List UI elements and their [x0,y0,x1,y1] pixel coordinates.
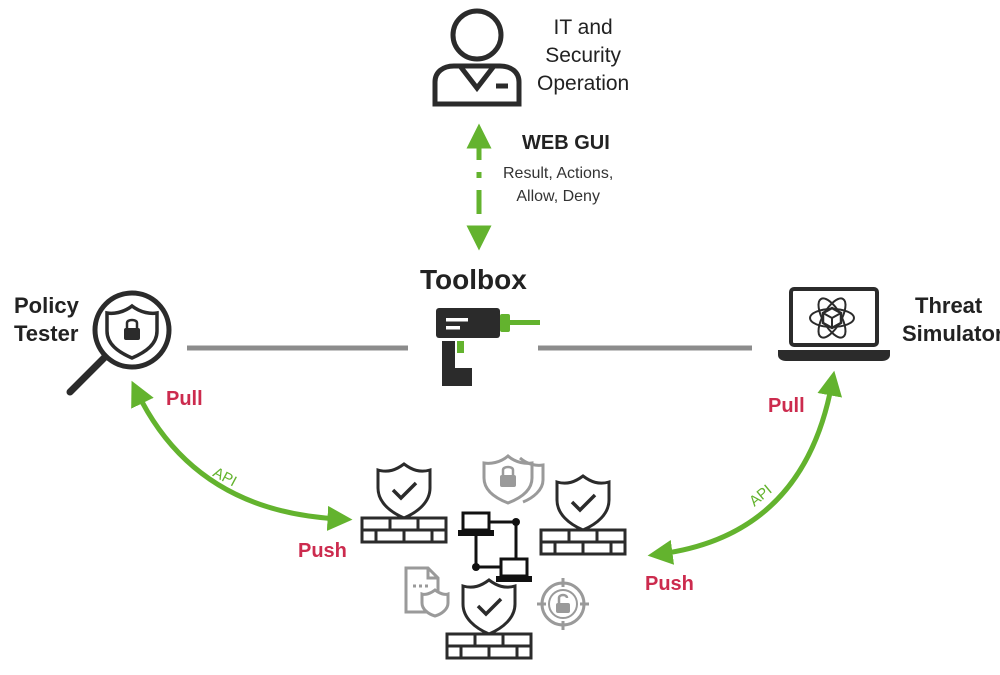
threat-pull-label: Pull [768,395,805,417]
web-gui-title: WEB GUI [522,132,610,154]
policy-pull-label: Pull [166,388,203,410]
document-shield-icon [404,566,450,618]
policy-api-arrow [131,380,353,531]
network-icon [458,511,532,582]
firewall-icon [360,462,448,544]
threat-simulator-label-line: Threat [915,293,983,318]
operator-label-line: Operation [537,72,630,95]
toolbox-title: Toolbox [420,264,527,295]
policy-tester-label-line: Tester [14,321,79,346]
operator-label-line: Security [545,44,622,67]
policy-tester-label: Policy Tester [14,292,79,348]
policy-push-label: Push [298,540,347,562]
threat-simulator-label-line: Simulator [902,321,1000,346]
threat-api-arrow [647,370,843,565]
person-icon [432,8,522,107]
magnifier-shield-icon [66,290,172,396]
drill-icon [436,308,540,386]
target-lock-icon [537,578,589,630]
firewall-icon [539,474,627,556]
threat-push-label: Push [645,573,694,595]
web-gui-subtitle-line: Result, Actions, [503,165,614,182]
policy-tester-label-line: Policy [14,293,79,318]
web-gui-subtitle: Result, Actions, Allow, Deny [503,162,613,208]
shield-lock-icon [482,454,545,505]
web-gui-subtitle-line: Allow, Deny [516,188,600,205]
laptop-icon [778,287,890,361]
firewall-icon [445,578,533,660]
operator-label-line: IT and [553,16,613,39]
threat-simulator-label: Threat Simulator [902,292,1000,348]
operator-label: IT and Security Operation [537,14,629,98]
